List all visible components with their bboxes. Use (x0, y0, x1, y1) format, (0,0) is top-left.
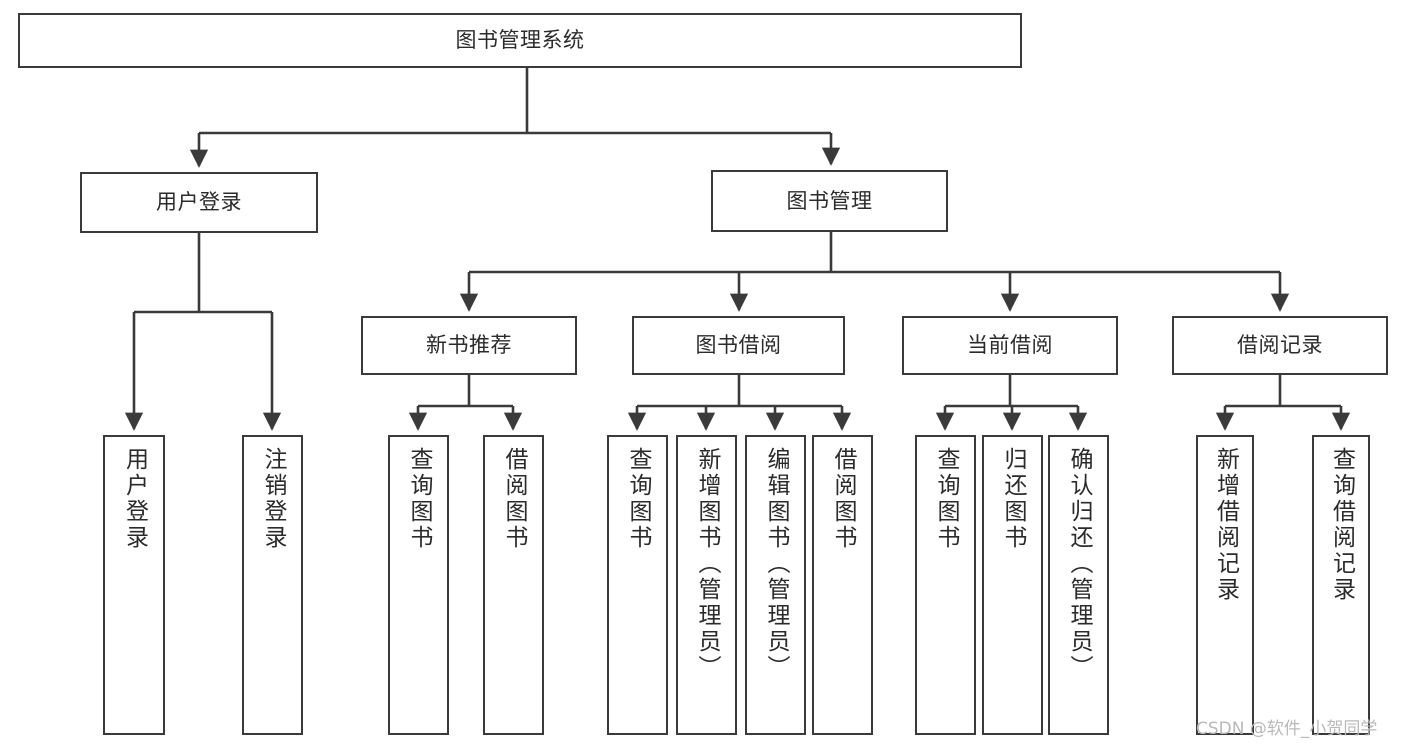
leaf-borrow-book-2-label: 借阅图书 (830, 447, 856, 551)
leaf-query-book-2[interactable]: 查询图书 (607, 435, 668, 735)
leaf-add-borrow-record-label: 新增借阅记录 (1212, 447, 1239, 603)
leaf-query-borrow-record[interactable]: 查询借阅记录 (1312, 435, 1370, 735)
leaf-query-book-1[interactable]: 查询图书 (388, 435, 449, 735)
node-book-manage[interactable]: 图书管理 (711, 170, 948, 232)
node-current-borrow[interactable]: 当前借阅 (902, 316, 1118, 375)
node-borrow-record-label: 借阅记录 (1237, 333, 1323, 358)
node-new-book-recommend[interactable]: 新书推荐 (361, 316, 577, 375)
node-borrow-record[interactable]: 借阅记录 (1172, 316, 1388, 375)
leaf-query-book-3[interactable]: 查询图书 (915, 435, 976, 735)
node-book-manage-label: 图书管理 (786, 188, 873, 213)
leaf-add-book-admin[interactable]: 新增图书（管理员） (676, 435, 737, 735)
leaf-user-logout-label: 注销登录 (260, 447, 286, 551)
leaf-query-book-1-label: 查询图书 (406, 447, 432, 551)
leaf-return-book[interactable]: 归还图书 (982, 435, 1043, 735)
node-root-label: 图书管理系统 (455, 28, 585, 53)
leaf-user-logout[interactable]: 注销登录 (242, 435, 303, 735)
leaf-add-book-admin-label: 新增图书（管理员） (694, 447, 720, 681)
leaf-confirm-return-admin-label: 确认归还（管理员） (1066, 447, 1092, 681)
node-book-borrow[interactable]: 图书借阅 (632, 316, 845, 375)
leaf-edit-book-admin-label: 编辑图书（管理员） (763, 447, 789, 681)
leaf-borrow-book-1-label: 借阅图书 (501, 447, 527, 551)
node-book-borrow-label: 图书借阅 (695, 333, 782, 358)
leaf-add-borrow-record[interactable]: 新增借阅记录 (1196, 435, 1254, 735)
node-new-book-recommend-label: 新书推荐 (426, 333, 512, 358)
leaf-user-login[interactable]: 用户登录 (103, 435, 165, 735)
leaf-query-book-2-label: 查询图书 (625, 447, 651, 551)
leaf-query-book-3-label: 查询图书 (933, 447, 959, 551)
node-user-login-label: 用户登录 (156, 190, 242, 215)
leaf-edit-book-admin[interactable]: 编辑图书（管理员） (745, 435, 806, 735)
node-user-login[interactable]: 用户登录 (80, 172, 318, 233)
leaf-user-login-label: 用户登录 (121, 447, 148, 551)
watermark: CSDN @软件_小贺同学 (1196, 719, 1378, 739)
leaf-return-book-label: 归还图书 (1000, 447, 1026, 551)
leaf-confirm-return-admin[interactable]: 确认归还（管理员） (1048, 435, 1109, 735)
leaf-borrow-book-2[interactable]: 借阅图书 (812, 435, 873, 735)
leaf-borrow-book-1[interactable]: 借阅图书 (483, 435, 544, 735)
leaf-query-borrow-record-label: 查询借阅记录 (1328, 447, 1355, 603)
node-root[interactable]: 图书管理系统 (18, 13, 1022, 68)
node-current-borrow-label: 当前借阅 (967, 333, 1053, 358)
